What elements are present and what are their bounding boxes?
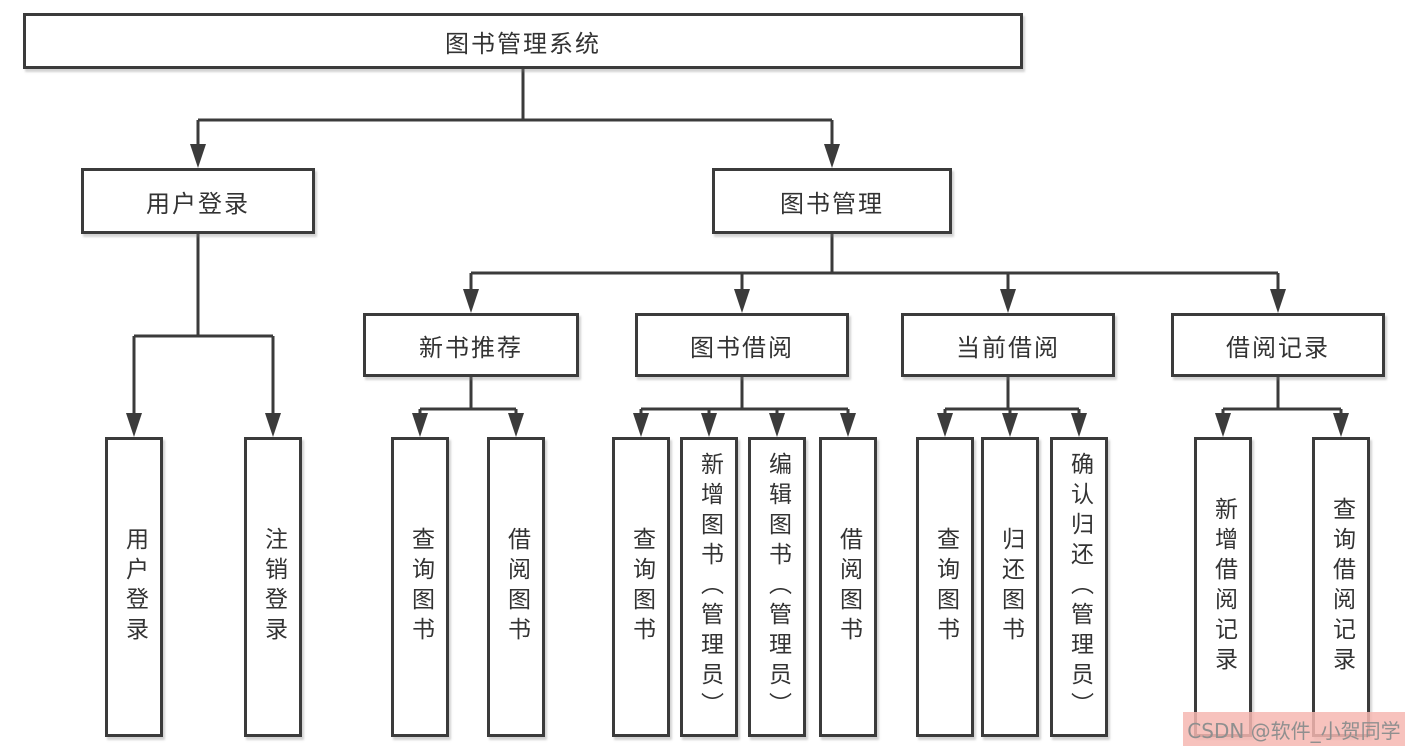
- leaf-label: 查询图书: [932, 527, 959, 647]
- leaf-query-books-recommendation: 查询图书: [391, 437, 449, 737]
- node-library-management-system: 图书管理系统: [23, 13, 1023, 69]
- leaf-label: 注销登录: [260, 527, 287, 647]
- arrow-cur-c2: [1002, 413, 1018, 437]
- node-book-borrowing: 图书借阅: [635, 313, 849, 377]
- arrow-log-c1: [1215, 413, 1231, 437]
- leaf-label: 查询借阅记录: [1328, 497, 1355, 677]
- arrow-cur-c1: [937, 413, 953, 437]
- leaf-return-books: 归还图书: [981, 437, 1039, 737]
- leaf-add-borrow-record: 新增借阅记录: [1194, 437, 1252, 737]
- leaf-label: 新增图书（管理员）: [696, 452, 723, 722]
- node-label: 图书借阅: [690, 333, 794, 362]
- leaf-logout: 注销登录: [244, 437, 302, 737]
- node-label: 图书管理系统: [445, 29, 601, 58]
- arrow-logout: [265, 413, 281, 437]
- node-new-book-recommendation: 新书推荐: [363, 313, 579, 377]
- leaf-borrow-books-recommendation: 借阅图书: [487, 437, 545, 737]
- leaf-label: 借阅图书: [503, 527, 530, 647]
- leaf-label: 归还图书: [997, 527, 1024, 647]
- arrow-book-mgmt: [824, 144, 840, 168]
- arrow-records: [1270, 289, 1286, 313]
- arrow-rec-c1: [412, 413, 428, 437]
- arrow-bor-c2: [701, 413, 717, 437]
- node-borrowing-records: 借阅记录: [1171, 313, 1385, 377]
- leaf-query-books-current: 查询图书: [916, 437, 974, 737]
- arrow-rec-c2: [508, 413, 524, 437]
- node-label: 当前借阅: [956, 333, 1060, 362]
- node-label: 图书管理: [780, 189, 884, 218]
- leaf-query-books-borrowing: 查询图书: [612, 437, 670, 737]
- arrow-user-login: [190, 144, 206, 168]
- arrow-bor-c4: [840, 413, 856, 437]
- node-book-management: 图书管理: [712, 168, 952, 234]
- node-label: 借阅记录: [1226, 333, 1330, 362]
- csdn-watermark: CSDN @软件_小贺同学: [1183, 712, 1405, 746]
- node-current-borrowing: 当前借阅: [901, 313, 1115, 377]
- arrow-cur-c3: [1071, 413, 1087, 437]
- arrow-new-rec: [463, 289, 479, 313]
- node-user-login: 用户登录: [81, 168, 315, 234]
- node-label: 新书推荐: [419, 333, 523, 362]
- leaf-confirm-return-admin: 确认归还（管理员）: [1050, 437, 1108, 737]
- leaf-query-borrow-record: 查询借阅记录: [1312, 437, 1370, 737]
- arrow-bor-c1: [633, 413, 649, 437]
- leaf-label: 用户登录: [121, 527, 148, 647]
- arrow-log-c2: [1333, 413, 1349, 437]
- leaf-label: 借阅图书: [835, 527, 862, 647]
- arrow-current: [1000, 289, 1016, 313]
- watermark-text: CSDN @软件_小贺同学: [1187, 718, 1401, 743]
- leaf-borrow-books: 借阅图书: [819, 437, 877, 737]
- leaf-label: 新增借阅记录: [1210, 497, 1237, 677]
- leaf-label: 确认归还（管理员）: [1066, 452, 1093, 722]
- leaf-label: 查询图书: [628, 527, 655, 647]
- arrow-borrow: [734, 289, 750, 313]
- leaf-label: 查询图书: [407, 527, 434, 647]
- leaf-user-login: 用户登录: [105, 437, 163, 737]
- arrow-bor-c3: [769, 413, 785, 437]
- node-label: 用户登录: [146, 189, 250, 218]
- leaf-add-books-admin: 新增图书（管理员）: [680, 437, 738, 737]
- leaf-edit-books-admin: 编辑图书（管理员）: [748, 437, 806, 737]
- leaf-label: 编辑图书（管理员）: [764, 452, 791, 722]
- arrow-login: [126, 413, 142, 437]
